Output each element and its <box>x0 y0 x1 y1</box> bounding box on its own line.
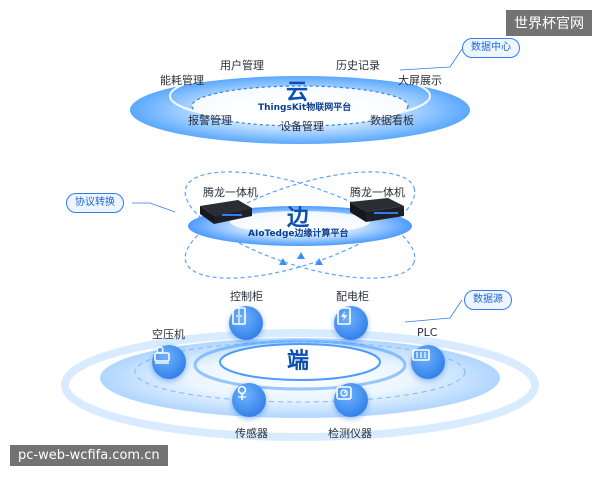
tag-data-center: 数据中心 <box>462 38 520 58</box>
tag-protocol-conversion: 协议转换 <box>66 193 124 213</box>
edge-device-right-label: 腾龙一体机 <box>350 184 405 200</box>
device-label-control-cabinet: 控制柜 <box>230 288 263 304</box>
cabinet-icon <box>229 306 263 340</box>
device-label-sensor: 传感器 <box>235 425 268 441</box>
device-label-instrument: 检测仪器 <box>328 425 372 441</box>
instrument-icon <box>334 383 368 417</box>
cloud-item-users: 用户管理 <box>220 57 264 73</box>
cloud-item-alarm: 报警管理 <box>188 112 232 128</box>
end-label: 端 <box>287 343 309 375</box>
device-label-compressor: 空压机 <box>152 326 185 342</box>
cloud-platform-name: ThingsKit物联网平台 <box>258 100 351 113</box>
compressor-icon <box>152 345 186 379</box>
cloud-item-bigscreen: 大屏展示 <box>398 72 442 88</box>
watermark-top: 世界杯官网 <box>506 10 592 36</box>
cloud-item-history: 历史记录 <box>336 57 380 73</box>
sensor-icon <box>232 383 266 417</box>
edge-platform-name: AIoTedge边缘计算平台 <box>248 226 349 239</box>
cloud-item-dashboard: 数据看板 <box>370 112 414 128</box>
plc-icon <box>411 345 445 379</box>
cloud-item-energy: 能耗管理 <box>160 72 204 88</box>
tag-data-source: 数据源 <box>464 290 512 310</box>
watermark-bottom: pc-web-wcfifa.com.cn <box>10 445 168 466</box>
edge-device-left-label: 腾龙一体机 <box>203 184 258 200</box>
device-label-power-cabinet: 配电柜 <box>336 288 369 304</box>
device-label-plc: PLC <box>417 326 437 339</box>
cloud-item-device: 设备管理 <box>280 118 324 134</box>
power-cabinet-icon <box>334 306 368 340</box>
